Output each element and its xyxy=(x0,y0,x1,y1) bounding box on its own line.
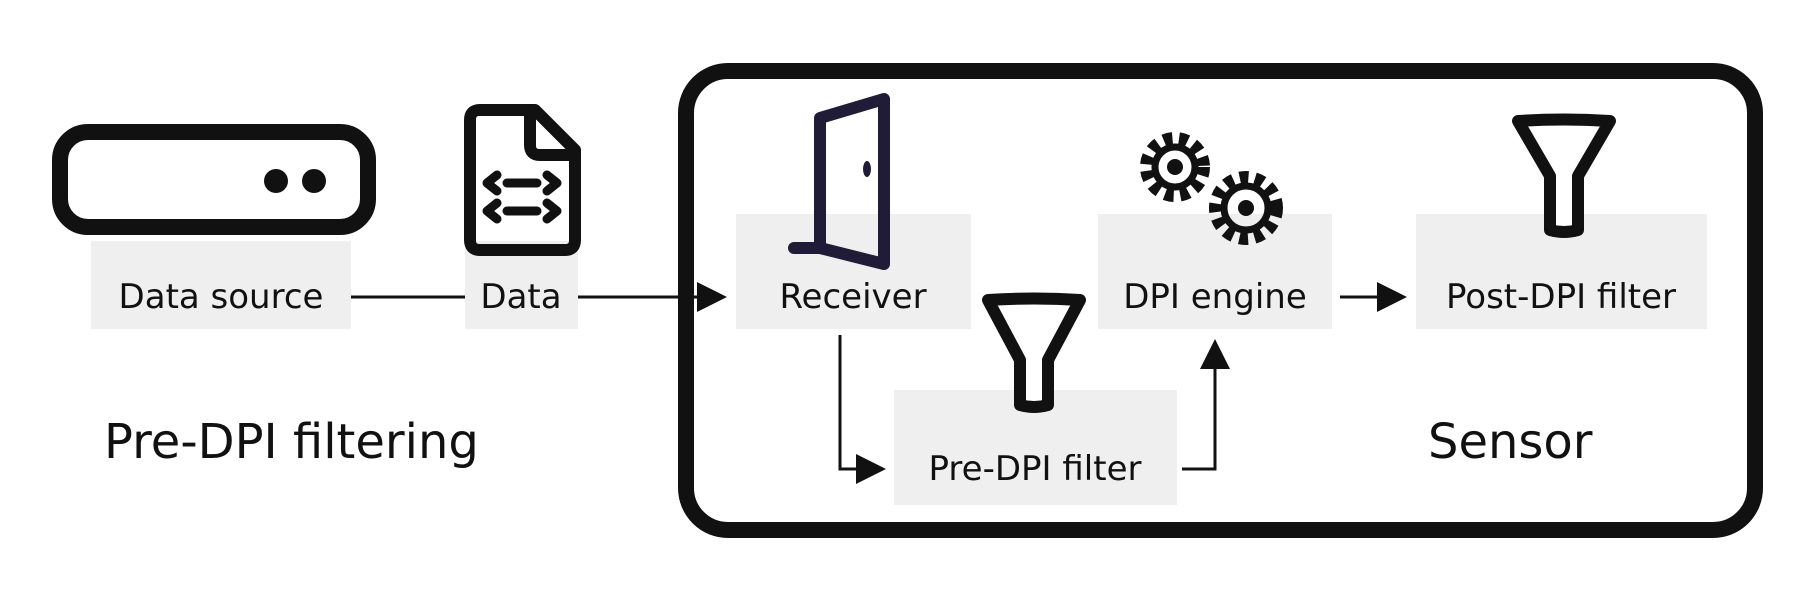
connectors xyxy=(351,282,1407,484)
data-source-label-box xyxy=(91,241,351,329)
pre-dpi-filtering-caption: Pre-DPI filtering xyxy=(104,414,479,470)
dpi-engine-label-box xyxy=(1098,214,1332,329)
pre-dpi-filter-label: Pre-DPI filter xyxy=(929,449,1142,489)
post-dpi-filter-label: Post-DPI filter xyxy=(1446,277,1676,317)
gears-icon xyxy=(1140,132,1283,245)
dpi-engine-label: DPI engine xyxy=(1123,277,1306,317)
arrow-receiver-to-pre-dpi-filter xyxy=(838,335,886,484)
receiver-label: Receiver xyxy=(779,277,926,317)
post-dpi-funnel-icon xyxy=(1512,113,1616,238)
data-source-label: Data source xyxy=(119,277,324,317)
receiver-label-box xyxy=(736,214,971,329)
data-label: Data xyxy=(480,277,561,317)
door-icon xyxy=(788,93,890,270)
sensor-caption: Sensor xyxy=(1428,414,1593,470)
funnel-icon xyxy=(982,292,1086,413)
server-icon xyxy=(52,124,376,235)
arrow-pre-dpi-filter-to-dpi-engine xyxy=(1182,339,1230,471)
sensor-boundary xyxy=(678,63,1763,538)
document-icon xyxy=(464,104,581,256)
